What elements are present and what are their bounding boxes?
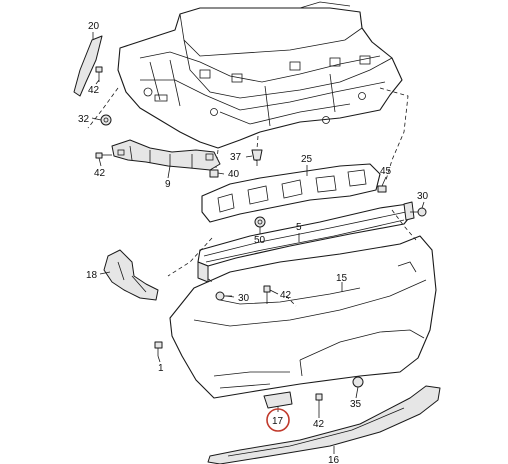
callout-labels: 20 42 32 42 9 37 40 25 45 30 5 50 18 15 …	[78, 21, 429, 464]
callout-1: 1	[158, 363, 164, 374]
part-42-screw-b	[95, 152, 112, 159]
part-35-clip	[352, 376, 364, 388]
part-42-screw-a	[95, 66, 103, 82]
part-18-side-bracket	[103, 249, 159, 301]
callout-50: 50	[254, 235, 266, 246]
callout-18: 18	[86, 270, 98, 281]
rear-panel	[117, 1, 403, 149]
alignment-lines	[87, 87, 417, 307]
leader-lines	[91, 32, 425, 454]
callout-42-c: 42	[280, 290, 292, 301]
callout-42-a: 42	[88, 85, 100, 96]
callout-32: 32	[78, 114, 90, 125]
part-15-bumper-cover	[169, 235, 437, 399]
callout-37: 37	[230, 152, 242, 163]
callout-5: 5	[296, 222, 302, 233]
part-30-bolt-a	[410, 207, 427, 217]
part-50-nut	[254, 216, 266, 228]
callout-45: 45	[380, 166, 392, 177]
callout-40: 40	[228, 169, 240, 180]
part-25-absorber	[201, 163, 381, 223]
callout-35: 35	[350, 399, 362, 410]
part-45-clip	[377, 185, 387, 193]
part-30-bolt-b	[215, 291, 232, 301]
callout-9: 9	[165, 179, 171, 190]
callout-17: 17	[272, 416, 284, 427]
part-1-clip	[154, 341, 163, 356]
callout-30-b: 30	[238, 293, 250, 304]
callout-16: 16	[328, 455, 340, 464]
part-5-carrier	[197, 201, 415, 283]
part-9-bracket	[111, 139, 221, 171]
callout-20: 20	[88, 21, 100, 32]
callout-42-d: 42	[313, 419, 325, 430]
callout-30-a: 30	[417, 191, 429, 202]
part-17-tow-cover	[263, 391, 293, 409]
part-32-nut	[100, 114, 112, 126]
part-42-screw-c	[263, 285, 271, 304]
highlight-circle-17	[266, 408, 290, 432]
part-40-nut	[209, 169, 219, 178]
callout-15: 15	[336, 273, 348, 284]
part-37-clip	[251, 149, 263, 166]
callout-25: 25	[301, 154, 313, 165]
part-20-guide	[73, 35, 103, 97]
part-42-screw-d	[315, 393, 323, 410]
callout-42-b: 42	[94, 168, 106, 179]
part-16-diffuser	[207, 385, 441, 464]
